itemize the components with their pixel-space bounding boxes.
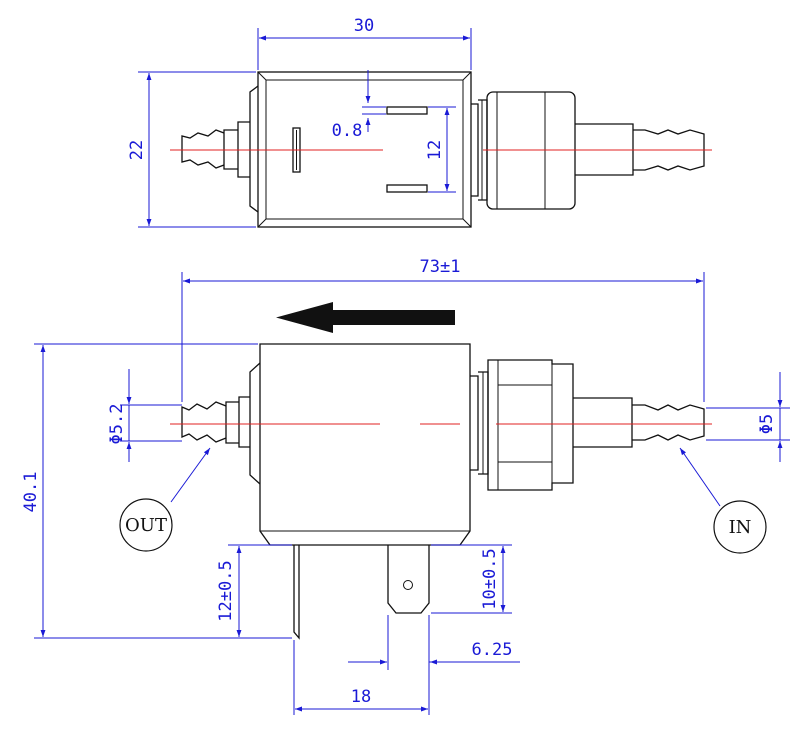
front-outlet-barb: [181, 401, 227, 443]
front-inlet-housing: [487, 359, 574, 491]
dim-pin-length-left: 12±0.5: [216, 560, 236, 621]
front-view: [170, 302, 712, 640]
outlet-label: OUT: [119, 498, 173, 552]
dim-overall-length: 73±1: [420, 257, 461, 277]
front-inlet-tube: [573, 397, 633, 448]
top-view: [170, 71, 712, 228]
dim-top-width: 30: [354, 16, 374, 36]
front-terminal-pin-left: [293, 545, 300, 640]
front-coil-body: [259, 343, 471, 546]
dim-pin-spacing: 18: [351, 687, 371, 707]
flow-direction-arrow: [276, 302, 455, 333]
top-left-flange: [249, 85, 259, 213]
front-right-collar: [470, 375, 479, 471]
inlet-label: IN: [713, 500, 767, 554]
top-outlet-barb: [181, 129, 225, 169]
dim-pin-length-right: 10±0.5: [480, 548, 500, 609]
top-terminal-upper: [386, 106, 428, 115]
dim-terminal-spacing: 12: [425, 140, 445, 160]
front-view-dimensions: 73±1 Φ5.2 Φ5 40.1 12±0.5 10±0.5: [21, 257, 790, 715]
top-right-collar: [471, 103, 479, 197]
terminal-tab-hole: [403, 580, 413, 590]
top-view-dimensions: 30 22 0.8 12: [127, 16, 472, 228]
front-outlet-collar: [238, 396, 250, 448]
front-terminal-tab-right: [387, 545, 430, 614]
inlet-label-text: IN: [729, 517, 752, 538]
top-terminal-lower: [386, 184, 428, 193]
dim-outlet-diameter: Φ5.2: [107, 404, 127, 445]
dim-top-height: 22: [127, 140, 147, 160]
front-inlet-barb: [632, 404, 705, 441]
dim-tab-width: 6.25: [472, 640, 513, 660]
dim-inlet-diameter: Φ5: [757, 414, 777, 434]
dim-terminal-thickness: 0.8: [332, 121, 363, 141]
dim-total-height: 40.1: [21, 472, 41, 513]
outlet-label-text: OUT: [125, 515, 167, 536]
